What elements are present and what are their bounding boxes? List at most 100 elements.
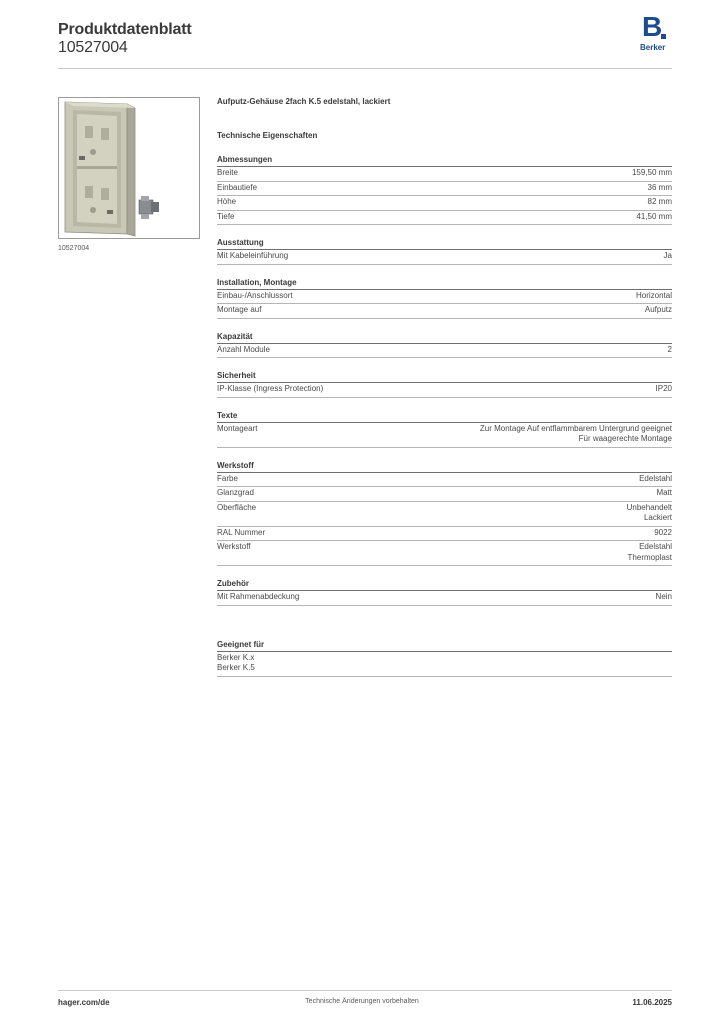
product-image xyxy=(58,97,200,239)
property-value-line: Für waagerechte Montage xyxy=(578,434,672,443)
property-value: 41,50 mm xyxy=(636,212,672,223)
suited-for-item: Berker K.5 xyxy=(217,663,255,672)
property-label: Werkstoff xyxy=(217,542,251,551)
footer-website[interactable]: hager.com/de xyxy=(58,998,110,1007)
suited-for-title: Geeignet für xyxy=(217,639,672,652)
article-number: 10527004 xyxy=(58,39,128,56)
footer-disclaimer: Technische Änderungen vorbehalten xyxy=(305,998,419,1005)
group-title: Kapazität xyxy=(217,331,672,344)
logo-word: Berker xyxy=(640,43,666,52)
property-value: 82 mm xyxy=(648,197,672,208)
property-value: Edelstahl xyxy=(639,474,672,485)
footer-divider xyxy=(58,990,672,991)
property-label: Oberfläche xyxy=(217,502,257,512)
logo-dot xyxy=(661,34,666,39)
property-label: Farbe xyxy=(217,473,238,483)
property-row: RAL Nummer 9022 xyxy=(217,527,672,541)
property-value: Nein xyxy=(656,592,672,603)
technical-properties-heading: Technische Eigenschaften xyxy=(217,131,318,140)
property-value-line: Edelstahl xyxy=(639,473,672,483)
property-value: 9022 xyxy=(654,528,672,539)
property-value: IP20 xyxy=(656,384,672,395)
property-value-line: 82 mm xyxy=(647,197,672,206)
property-value-line: 41,50 mm xyxy=(636,211,672,221)
property-row: Montageart Zur Montage Auf entflammbarem … xyxy=(217,423,672,448)
property-label: Einbautiefe xyxy=(217,182,258,192)
property-label: Einbau-/Anschlussort xyxy=(217,290,293,300)
footer-date: 11.06.2025 xyxy=(632,998,672,1007)
property-value-line: Horizontal xyxy=(635,290,672,300)
property-value-line: Aufputz xyxy=(644,305,672,314)
property-value-line: Edelstahl xyxy=(639,542,672,551)
property-value: Matt xyxy=(656,488,672,499)
berker-logo: B Berker xyxy=(640,12,674,54)
property-label: Mit Kabeleinführung xyxy=(217,251,289,260)
property-label: RAL Nummer xyxy=(217,527,266,537)
property-label: Höhe xyxy=(217,197,237,206)
group-title: Installation, Montage xyxy=(217,277,672,290)
property-label: Anzahl Module xyxy=(217,344,270,354)
property-row: Farbe Edelstahl xyxy=(217,473,672,487)
property-value: Ja xyxy=(664,251,672,262)
page-title: Produktdatenblatt xyxy=(58,21,192,38)
property-label: Glanzgrad xyxy=(217,488,254,497)
group-title: Sicherheit xyxy=(217,370,672,383)
group-title: Zubehör xyxy=(217,578,672,591)
property-row: Anzahl Module 2 xyxy=(217,344,672,358)
property-label: Breite xyxy=(217,168,238,177)
property-value: Zur Montage Auf entflammbarem Untergrund… xyxy=(480,424,672,445)
logo-letter: B xyxy=(642,11,663,42)
image-caption: 10527004 xyxy=(58,245,90,252)
property-value-line: Zur Montage Auf entflammbarem Untergrund… xyxy=(479,423,672,433)
property-value-line: 36 mm xyxy=(647,182,672,192)
property-row: Montage auf Aufputz xyxy=(217,304,672,319)
property-label: Tiefe xyxy=(217,211,235,221)
product-details: Aufputz-Gehäuse 2fach K.5 edelstahl, lac… xyxy=(217,96,672,677)
property-value-line: 2 xyxy=(667,344,672,354)
property-row: Mit Rahmenabdeckung Nein xyxy=(217,591,672,606)
group-title: Werkstoff xyxy=(217,460,672,473)
property-label: Montage auf xyxy=(217,305,262,314)
property-value: Aufputz xyxy=(645,305,672,316)
group-title: Ausstattung xyxy=(217,237,672,250)
group-title: Texte xyxy=(217,410,672,423)
property-value-line: 9022 xyxy=(654,527,672,537)
property-value: 159,50 mm xyxy=(632,168,672,179)
property-value-line: Matt xyxy=(656,488,672,497)
property-row: Höhe 82 mm xyxy=(217,196,672,211)
header-divider xyxy=(58,68,672,69)
property-label: IP-Klasse (Ingress Protection) xyxy=(217,384,324,393)
product-image-drawing xyxy=(64,101,159,237)
property-value-line: Ja xyxy=(663,251,672,260)
property-label: Mit Rahmenabdeckung xyxy=(217,592,300,601)
group-title: Abmessungen xyxy=(217,154,672,167)
suited-for-item: Berker K.x xyxy=(217,652,255,662)
property-value: Horizontal xyxy=(636,291,672,302)
property-value-line: IP20 xyxy=(655,384,672,393)
property-label: Montageart xyxy=(217,423,258,433)
property-row: Einbau-/Anschlussort Horizontal xyxy=(217,290,672,304)
property-value: 36 mm xyxy=(648,183,672,194)
property-row: Mit Kabeleinführung Ja xyxy=(217,250,672,265)
property-row: IP-Klasse (Ingress Protection) IP20 xyxy=(217,383,672,398)
property-value: 2 xyxy=(668,345,672,356)
product-name: Aufputz-Gehäuse 2fach K.5 edelstahl, lac… xyxy=(217,97,391,106)
property-row: Einbautiefe 36 mm xyxy=(217,182,672,196)
property-row: Glanzgrad Matt xyxy=(217,487,672,502)
property-value-line: Lackiert xyxy=(643,513,672,522)
property-row: Breite 159,50 mm xyxy=(217,167,672,182)
